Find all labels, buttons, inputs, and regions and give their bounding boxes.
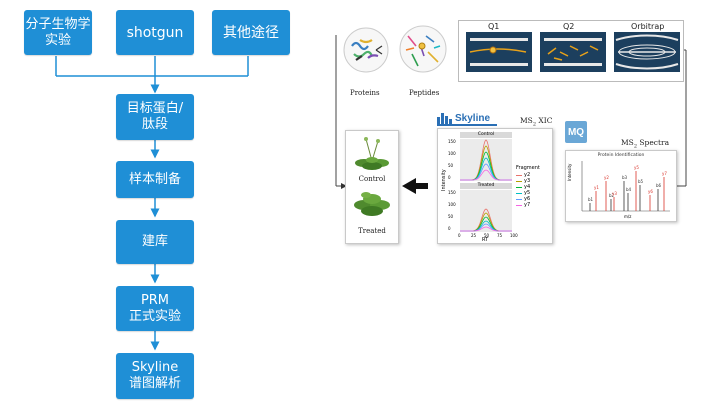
xic-control-y-tick: 100 — [448, 151, 456, 156]
q1-label: Q1 — [488, 22, 500, 31]
spectra-y-axis: Intensity — [567, 163, 572, 181]
xic-control-strip: Control — [477, 132, 495, 137]
spectra-panel-title: Protein Identification — [597, 153, 645, 158]
spectra-peak-label-y5: y5 — [634, 165, 639, 170]
xic-treated-y-tick: 0 — [448, 226, 451, 231]
peptides-illustration — [399, 25, 447, 73]
plant-illustrations — [354, 137, 390, 216]
xic-plot: 0 25 50 75 100 150 100 50 0 150 100 50 0 — [448, 132, 518, 238]
xic-x-axis-label: RT — [482, 237, 489, 243]
source-box-shotgun: shotgun — [116, 10, 194, 55]
skyline-city-icon — [437, 113, 452, 124]
step-box-sample-prep: 样本制备 — [116, 161, 194, 198]
proteins-illustration — [343, 27, 389, 73]
source-box-molecular-biology: 分子生物学 实验 — [24, 10, 92, 55]
maxquant-logo: MQ — [565, 121, 587, 143]
plant-treated-label: Treated — [358, 227, 386, 235]
step-library-label: 建库 — [141, 234, 168, 249]
xic-legend-item-y7: y7 — [516, 202, 540, 208]
proteins-label: Proteins — [350, 89, 380, 97]
ms2-spectra-label: MS2 Spectra — [621, 138, 670, 150]
plant-control-label: Control — [358, 175, 386, 183]
orbitrap-label: Orbitrap — [631, 22, 665, 31]
orbitrap-analyzer — [614, 32, 680, 72]
xic-legend-item-y5: y5 — [516, 190, 540, 196]
xic-control-y-tick: 0 — [448, 175, 451, 180]
spectra-peak-label-b4: b4 — [626, 187, 632, 192]
spectra-peak-label-b6: b6 — [656, 183, 662, 188]
xic-legend-item-y3: y3 — [516, 178, 540, 184]
source-box-molecular-biology-label: 分子生物学 实验 — [25, 16, 91, 48]
spectra-peak-label-y7: y7 — [662, 171, 667, 176]
xic-x-tick: 100 — [510, 233, 518, 238]
xic-treated-y-tick: 100 — [448, 202, 456, 207]
xic-legend-item-y2: y2 — [516, 172, 540, 178]
step-box-target-protein: 目标蛋白/ 肽段 — [116, 94, 194, 140]
spectra-peak-label-y3: y3 — [612, 191, 617, 196]
spectra-peak-label-b3: b3 — [622, 175, 628, 180]
q2-label: Q2 — [563, 22, 575, 31]
peptides-label: Peptides — [409, 89, 440, 97]
step-skyline-label: Skyline 谱图解析 — [128, 360, 181, 391]
q2-collision-cell — [540, 32, 606, 72]
xic-legend-item-y6: y6 — [516, 196, 540, 202]
skyline-logo: Skyline — [437, 112, 490, 124]
xic-x-tick: 75 — [497, 233, 503, 238]
maxquant-logo-text: MQ — [567, 126, 585, 138]
source-box-other-label: 其他途径 — [223, 24, 279, 41]
xic-x-tick: 25 — [471, 233, 477, 238]
spectra-peak-label-b1: b1 — [588, 197, 594, 202]
q1-quadrupole — [466, 32, 532, 72]
step-target-protein-label: 目标蛋白/ 肽段 — [126, 101, 184, 132]
xic-treated-strip: Treated — [477, 183, 495, 188]
xic-treated-y-tick: 150 — [448, 190, 456, 195]
step-box-library: 建库 — [116, 220, 194, 264]
skyline-logo-text: Skyline — [455, 113, 491, 124]
xic-treated-y-tick: 50 — [448, 214, 454, 219]
spectra-peak-label-b2: b2 — [609, 193, 615, 198]
xic-control-curve-y7 — [460, 169, 512, 181]
spectra-peak-label-b5: b5 — [638, 179, 644, 184]
spectra-peak-label-y1: y1 — [594, 185, 599, 190]
spectra-peak-label-y2: y2 — [604, 175, 609, 180]
xic-control-y-tick: 150 — [448, 139, 456, 144]
source-box-shotgun-label: shotgun — [126, 24, 184, 41]
xic-y-axis-label: Intensity — [441, 169, 447, 191]
xic-legend-title: Fragment — [516, 165, 540, 171]
step-box-skyline-analysis: Skyline 谱图解析 — [116, 353, 194, 399]
xic-control-y-tick: 50 — [448, 163, 454, 168]
spectra-x-axis: m/z — [624, 214, 632, 219]
xic-treated-curve-y7 — [460, 226, 512, 232]
control-plant-image — [355, 137, 389, 170]
step-sample-prep-label: 样本制备 — [128, 171, 181, 187]
treated-plant-image — [354, 192, 390, 216]
xic-panel: 0 25 50 75 100 150 100 50 0 150 100 50 0 Control Tre… — [437, 128, 553, 244]
plant-panel: Control Treated — [345, 130, 399, 244]
xic-legend-item-y4: y4 — [516, 184, 540, 190]
source-box-other-approaches: 其他途径 — [212, 10, 290, 55]
xic-x-tick: 0 — [458, 233, 461, 238]
ms2-xic-label: MS2 XIC — [520, 116, 553, 128]
step-prm-label: PRM 正式实验 — [128, 292, 181, 324]
xic-x-tick: 50 — [484, 233, 490, 238]
spectra-peak-label-y6: y6 — [648, 189, 653, 194]
skyline-underline — [437, 124, 497, 126]
step-box-prm-experiment: PRM 正式实验 — [116, 286, 194, 331]
